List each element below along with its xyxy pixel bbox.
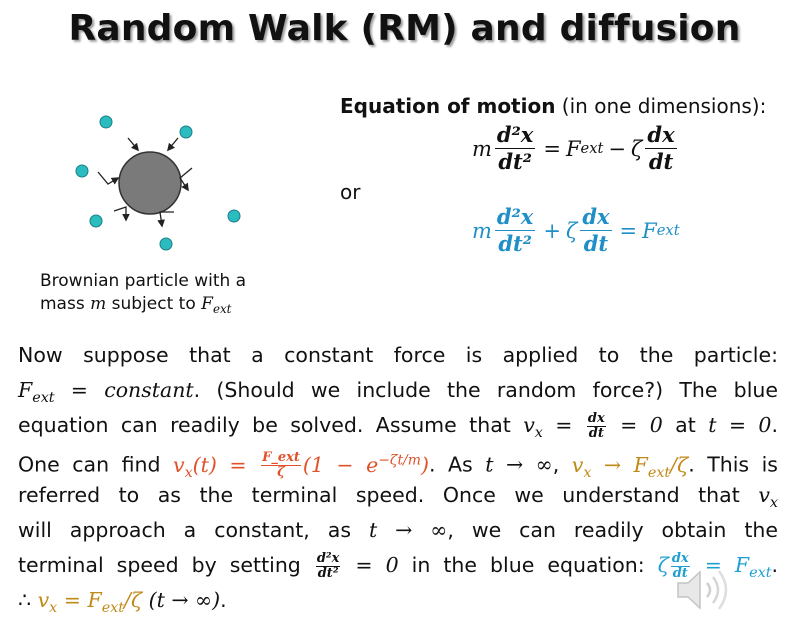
brownian-particle [118, 151, 182, 215]
para-line-3: equation can readily be solved. Assume t… [18, 410, 778, 442]
para-line-5: referred to as the terminal speed. Once … [18, 483, 778, 512]
or-label: or [340, 180, 361, 204]
para-line-2: Fext = constant. (Should we include the … [18, 378, 778, 407]
equation-of-motion-heading: Equation of motion (in one dimensions): [340, 94, 767, 118]
brownian-particle-diagram [75, 115, 241, 251]
para-line-6: will approach a constant, as t → ∞, we c… [18, 518, 778, 542]
solvent-molecules [75, 115, 241, 251]
body-paragraph: Now suppose that a constant force is app… [18, 338, 778, 618]
slide-title: Random Walk (RM) and diffusion [68, 8, 741, 49]
diagram-caption: Brownian particle with a mass m subject … [40, 271, 247, 317]
para-line-1: Now suppose that a constant force is app… [18, 343, 778, 367]
collision-arrows [97, 137, 193, 228]
para-line-8: ∴ vx = Fext/ζ (t → ∞). [18, 588, 227, 617]
speaker-icon[interactable] [672, 566, 732, 614]
